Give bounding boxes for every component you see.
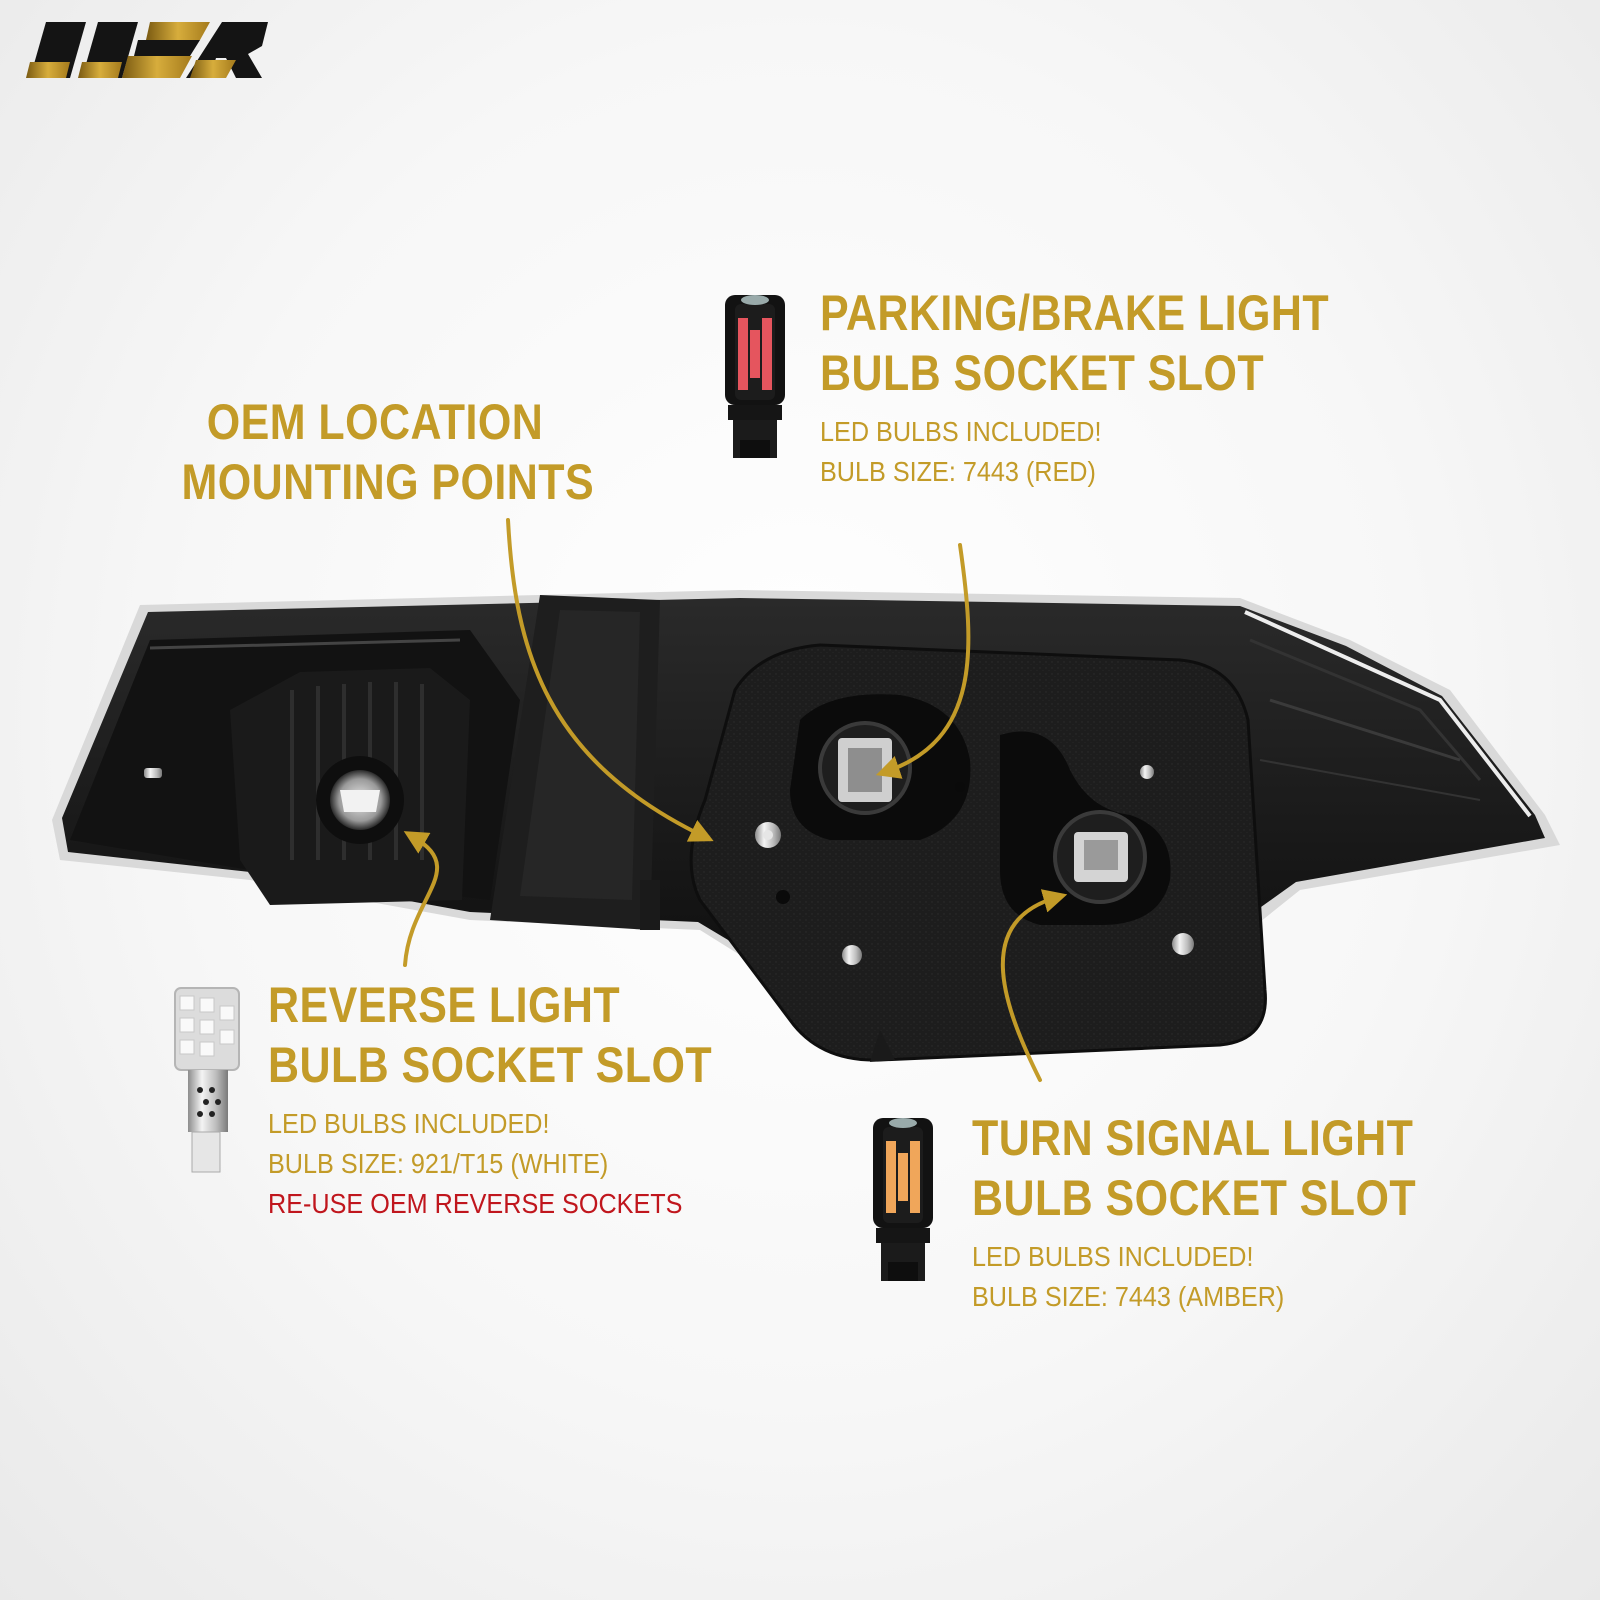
reverse-socket-warning: RE-USE OEM REVERSE SOCKETS [268,1188,683,1219]
reverse-light-title: REVERSE LIGHT BULB SOCKET SLOT [268,977,713,1093]
reverse-light-details: LED BULBS INCLUDED! BULB SIZE: 921/T15 (… [268,1108,609,1179]
turn-signal-title: TURN SIGNAL LIGHT BULB SOCKET SLOT [972,1110,1417,1226]
oem-mounting-title: OEM LOCATION MOUNTING POINTS [181,394,595,510]
amber-7443-led-bulb-icon [873,1118,933,1281]
arrow-parking-socket [875,543,971,779]
parking-brake-title: PARKING/BRAKE LIGHT BULB SOCKET SLOT [820,285,1330,401]
callout-arrows [403,518,1068,1082]
arrow-reverse-socket [403,831,440,967]
turn-signal-details: LED BULBS INCLUDED! BULB SIZE: 7443 (AMB… [972,1241,1285,1312]
arrow-turn-socket [1000,889,1068,1082]
arrow-oem-mounting [506,518,714,842]
red-7443-led-bulb-icon [725,295,785,458]
white-921-led-bulb-icon [174,987,240,1173]
parking-brake-details: LED BULBS INCLUDED! BULB SIZE: 7443 (RED… [820,416,1102,487]
tail-light-housing [52,590,1560,1062]
usr-logo [26,22,268,78]
